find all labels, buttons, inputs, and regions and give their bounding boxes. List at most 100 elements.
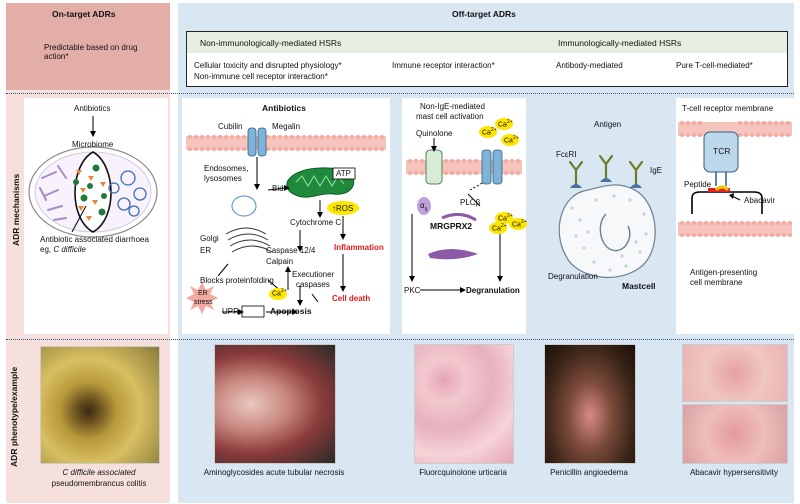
mech3-ca-4-sup: 2+ [506, 213, 513, 219]
phenotype-caption-4: Penicillin angioedema [550, 468, 628, 477]
mech2-inflammation: Inflammation [334, 243, 384, 252]
mech2-bid: Bid [272, 184, 284, 193]
mech3-ca-4-text: Ca [498, 215, 507, 223]
mech3-ca-5-sup: 2+ [520, 219, 527, 225]
mech1-caption: Antibiotic associated diarrhoea [40, 235, 149, 244]
mech5-apc2: cell membrane [690, 278, 743, 287]
mech3-alpha-sub: q [424, 206, 428, 213]
mech5-peptide: Peptide [684, 180, 712, 189]
mech3-ca-5: Ca2+ [512, 219, 527, 229]
mech1-caption2: eg, C difficile [40, 245, 86, 254]
hsr-box-bottom [186, 53, 788, 87]
mech4-mastcell: Mastcell [622, 281, 656, 291]
mech3-plcb: PLCβ [460, 198, 481, 207]
non-immune-rec-label: Non-immune cell receptor interaction* [194, 72, 328, 81]
phenotype-caption-3: Fluorcquinolone urticaria [419, 468, 507, 477]
mech4-ige: IgE [650, 166, 663, 175]
photo-urticaria [414, 344, 514, 464]
mech2-er: ER [200, 246, 212, 255]
mech3-title2: mast cell activation [416, 112, 484, 121]
mech1-caption2-italic: C difficile [53, 245, 86, 254]
mech2-apoptosis: Apoptosis [270, 306, 312, 316]
mech3-ca-2-sup: 2+ [512, 135, 519, 141]
phenotype-caption-2: Aminoglycosides acute tubular necrosis [203, 468, 345, 477]
on-target-title: On-target ADRs [52, 9, 116, 19]
hsr-box-top [186, 31, 788, 55]
mech2-ca-text: Ca [272, 290, 281, 298]
photo-abacavir-top [682, 344, 788, 402]
mech3-ca-6-text: Ca [492, 225, 501, 233]
mech3-ca-1-text: Ca [482, 129, 491, 137]
mech2-antibiotics: Antibiotics [262, 103, 306, 113]
tcell-label: Pure T-cell-mediated* [676, 61, 753, 70]
mech3-ca-5-text: Ca [512, 221, 521, 229]
on-target-desc: Predictable based on drug action* [44, 43, 154, 61]
mech2-caspase: Caspase 12/4 [266, 246, 316, 255]
phenotype-caption-1b: pseudomembrancus colitis [51, 479, 147, 488]
mech2-upr: UPR [222, 307, 239, 316]
mech2-endosomes: Endosomes, [204, 164, 249, 173]
mech3-ca-3-text: Ca [498, 121, 507, 129]
mech3-ca-3: Ca2+ [498, 119, 513, 129]
off-target-title: Off-target ADRs [452, 9, 516, 19]
mech2-er-stress1: ER [198, 290, 208, 297]
mech3-pkc: PKC [404, 286, 421, 295]
antibody-label: Antibody-mediated [556, 61, 623, 70]
photo-abacavir-bottom [682, 404, 788, 464]
non-immuno-label: Non-immunologically-mediated HSRs [200, 38, 342, 48]
mech3-ca-4: Ca2+ [498, 213, 513, 223]
phenotype-caption-5: Abacavir hypersensitivity [689, 468, 779, 477]
mech2-cell-death: Cell death [332, 294, 371, 303]
mech2-lysosomes: lysosomes [204, 174, 242, 183]
mech3-ca-2: Ca2+ [504, 135, 519, 145]
mech2-exec2: caspases [296, 280, 330, 289]
cell-tox-label: Cellular toxicity and disrupted physiolo… [194, 61, 342, 70]
mech2-cytochrome: Cytochrome C [290, 218, 342, 227]
mech3-alpha-text: α [420, 201, 425, 210]
mech2-cubilin: Cubilin [218, 122, 243, 131]
mech2-ros: ↑ROS [332, 204, 354, 213]
photo-colitis [40, 346, 160, 464]
mech3-ca-2-text: Ca [504, 137, 513, 145]
immune-rec-label: Immune receptor interaction* [392, 61, 495, 70]
mech1-microbiome: Microbiome [72, 140, 114, 149]
mech2-ca: Ca2+ [272, 288, 287, 298]
mech2-ca-sup: 2+ [280, 288, 287, 294]
mech3-ca-6-sup: 2+ [500, 223, 507, 229]
mech4-fceri: FcεRI [556, 150, 577, 159]
mech3-alpha: αq [420, 201, 427, 213]
mech2-golgi: Golgi [200, 234, 219, 243]
phenotype-caption-1a: C difficile associated [62, 468, 136, 477]
mech2-atp: ATP [336, 169, 351, 178]
immuno-label: Immunologically-mediated HSRs [558, 38, 682, 48]
mech1-antibiotics: Antibiotics [74, 104, 111, 113]
mech3-ca-6: Ca2+ [492, 223, 507, 233]
row-divider-2 [6, 339, 794, 340]
on-target-header-bg [6, 3, 170, 90]
mech2-megalin: Megalin [272, 122, 301, 131]
mech5-tcr-membrane: T-cell receptor membrane [682, 104, 774, 113]
mech3-mrgprx2: MRGPRX2 [430, 221, 473, 231]
photo-kidney [214, 344, 336, 464]
mech2-exec1: Executioner [292, 270, 335, 279]
mech5-apc1: Antigen-presenting [690, 268, 758, 277]
mech2-er-stress2: stress [194, 299, 213, 306]
mech2-blocks: Blocks proteinfolding [200, 276, 274, 285]
mech4-antigen: Antigen [594, 120, 622, 129]
mech4-degranulation: Degranulation [548, 272, 598, 281]
mech5-tcr: TCR [713, 146, 731, 156]
mech3-degranulation: Degranulation [466, 286, 520, 295]
mech3-ca-1-sup: 2+ [490, 127, 497, 133]
mech5-abacavir: Abacavir [744, 196, 776, 205]
row-divider-1 [6, 93, 794, 94]
mech3-quinolone: Quinolone [416, 129, 453, 138]
photo-angioedema [544, 344, 636, 464]
mech3-ca-3-sup: 2+ [506, 119, 513, 125]
mech3-title1: Non-IgE-mediated [420, 102, 485, 111]
